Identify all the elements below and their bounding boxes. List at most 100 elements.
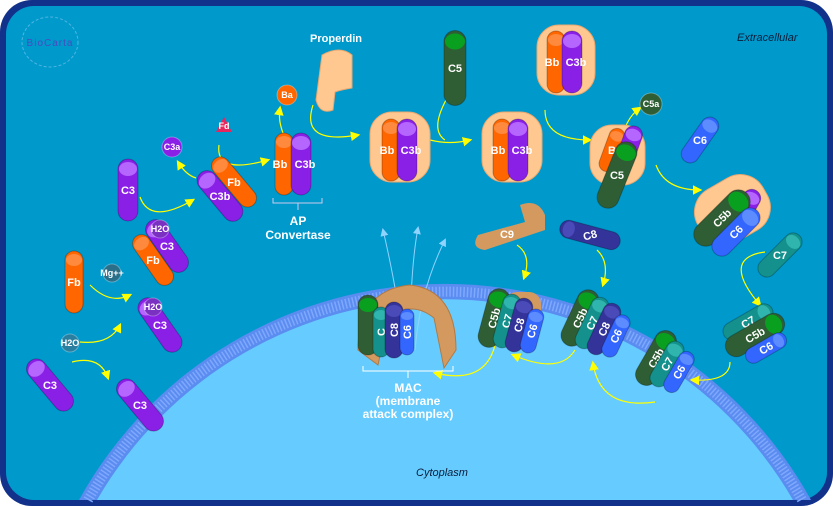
properdin-label: Properdin	[310, 33, 362, 45]
molecule-c6: C6	[601, 314, 631, 358]
molecule-c5: C5	[443, 30, 467, 106]
reaction-arrow	[516, 244, 531, 281]
reaction-arrow	[544, 109, 593, 145]
mac-membrane-label: (membrane	[376, 394, 441, 408]
c3-label: C3	[133, 400, 147, 412]
reaction-arrow	[274, 105, 284, 134]
molecule-c3b: C3b	[290, 132, 316, 196]
molecule-bb: Bb	[380, 118, 401, 182]
bb-label: Bb	[273, 159, 288, 171]
reaction-arrow	[139, 196, 196, 213]
molecule-c3: C3	[117, 158, 139, 222]
c7-label: C7	[773, 250, 787, 262]
c9-protein	[475, 202, 545, 250]
h2o-label: H2O	[151, 224, 170, 234]
molecule-c6: C6	[663, 350, 695, 394]
reaction-arrow	[89, 284, 133, 303]
c8-label: C8	[512, 317, 527, 334]
cytoplasm	[97, 299, 793, 500]
molecule-bb: Bb	[545, 30, 566, 94]
fd-label: Fd	[219, 121, 230, 131]
convertase-label: Convertase	[265, 228, 331, 242]
c3-label: C3	[160, 241, 174, 253]
h2o-molecule: H2O	[60, 333, 80, 353]
c5-label: C5	[610, 170, 624, 182]
reaction-arrow	[79, 322, 122, 343]
reaction-arrow	[437, 99, 447, 141]
ba-label: Ba	[281, 90, 293, 100]
c3-label: C3	[121, 185, 135, 197]
c3a-molecule: C3a	[161, 136, 183, 158]
reaction-arrow	[429, 137, 473, 147]
c3b-label: C3b	[295, 159, 316, 171]
mg-label: Mg++	[100, 268, 124, 278]
c3b-label: C3b	[401, 145, 422, 157]
c8-label: C8	[582, 228, 599, 243]
mac-bracket	[362, 366, 454, 378]
svg-text:BioCarta: BioCarta	[27, 38, 74, 49]
fb-label: Fb	[227, 177, 241, 189]
molecule-c3b: C3b	[507, 118, 533, 182]
c8-label: C8	[389, 323, 401, 337]
reaction-arrow	[510, 349, 576, 365]
molecule-fb: Fb	[211, 156, 257, 208]
c3b-label: C3b	[210, 191, 231, 203]
h2o-molecule: H2O	[150, 219, 170, 239]
ap-label: AP	[290, 214, 307, 228]
molecule-c5b: C5b	[724, 312, 786, 358]
properdin-protein	[315, 49, 353, 112]
mg-molecule: Mg++	[100, 263, 124, 283]
reaction-arrow	[176, 159, 197, 179]
h2o-molecule: H2O	[143, 297, 163, 317]
molecule-c8: C8	[559, 219, 621, 251]
reaction-arrow	[655, 164, 703, 195]
molecule-bb: B	[598, 127, 626, 173]
mac-label: MAC	[394, 381, 422, 395]
molecule-c8: C8	[504, 297, 534, 353]
mac-attack-complex-label: attack complex)	[363, 407, 454, 421]
c5a-molecule: C5a	[639, 92, 663, 116]
fb-label: Fb	[146, 255, 160, 267]
c3b-label: C3b	[566, 57, 587, 69]
c9-label: C9	[500, 229, 514, 241]
molecule-c7: C7	[722, 303, 774, 341]
biocarta-logo: BioCarta	[21, 16, 79, 68]
c3-label: C3	[43, 380, 57, 392]
c3a-label: C3a	[164, 142, 182, 152]
molecule-c6: C6	[744, 332, 788, 364]
reaction-arrow	[71, 359, 111, 381]
bb-label: Bb	[380, 145, 395, 157]
bb-label: B	[608, 145, 616, 157]
h2o-label: H2O	[61, 338, 80, 348]
molecule-fb: Fb	[132, 234, 174, 286]
c6-label: C6	[693, 135, 707, 147]
molecule-c6: C6	[711, 207, 761, 257]
reaction-arrow	[740, 251, 766, 307]
c6-label: C6	[608, 328, 625, 346]
reaction-arrow	[689, 361, 731, 386]
c3-label: C3	[153, 320, 167, 332]
ap-convertase-bracket	[272, 198, 323, 210]
molecule-c3: C3	[116, 378, 164, 432]
molecule-c3b: C3b	[561, 30, 587, 94]
h2o-label: H2O	[144, 302, 163, 312]
molecule-c6: C6	[680, 116, 720, 164]
molecule-c7: C7	[757, 232, 803, 278]
molecule-c3b: C3b	[396, 118, 422, 182]
c6-label: C6	[525, 323, 540, 340]
molecule-bb: Bb	[273, 132, 294, 196]
c6-label: C6	[402, 325, 414, 339]
reaction-arrow	[596, 249, 610, 288]
molecule-c3: C3	[26, 358, 74, 412]
c5a-label: C5a	[643, 99, 661, 109]
molecule-c5b: C5b	[693, 189, 751, 247]
cytoplasm-label: Cytoplasm	[416, 467, 468, 479]
fb-label: Fb	[67, 277, 81, 289]
molecule-c6: C6	[399, 308, 415, 356]
c5-label: C5	[448, 63, 462, 75]
molecule-c6: C6	[519, 308, 545, 354]
reaction-arrow	[589, 360, 656, 404]
